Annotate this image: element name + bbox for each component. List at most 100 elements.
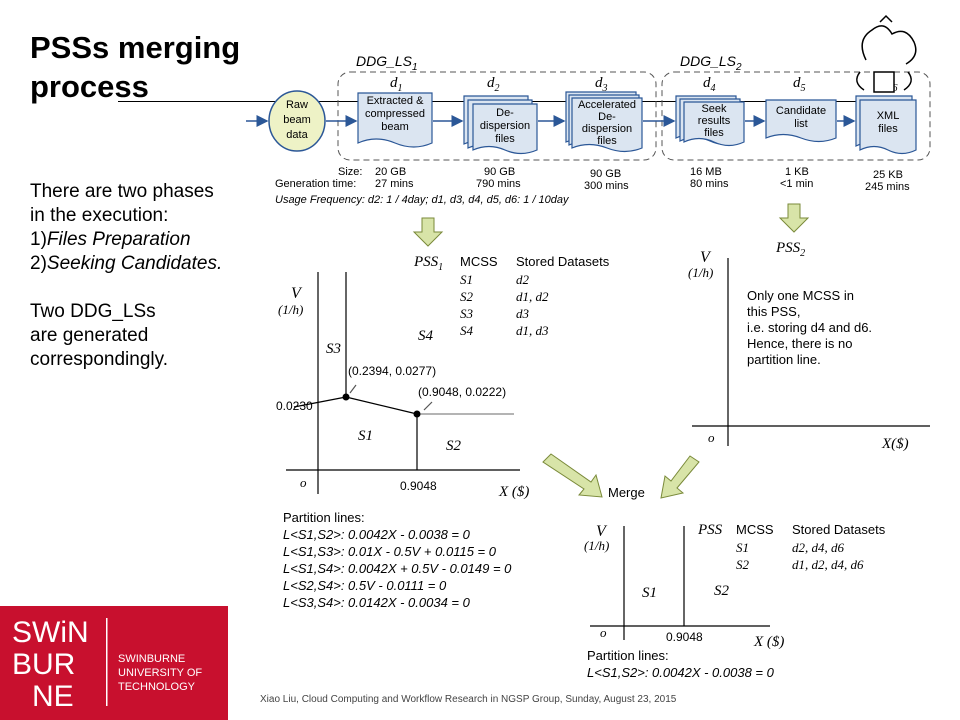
partition-line: L<S2,S4>: 0.5V - 0.0111 = 0 — [283, 578, 447, 593]
raw-beam-node — [268, 90, 326, 152]
pss1-tick-x: 0.9048 — [400, 479, 437, 493]
intro-text: There are two phases in the execution: 1… — [30, 180, 270, 372]
usage-frequency: Usage Frequency: d2: 1 / 4day; d1, d3, d… — [275, 194, 570, 206]
pss1-point-2-label: (0.9048, 0.0222) — [418, 385, 506, 399]
pss1-tick-y: 0.0230 — [276, 399, 313, 413]
d1-time: 27 mins — [375, 178, 414, 190]
pss2-note: Only one MCSS in — [747, 288, 854, 303]
d3-text: files — [597, 135, 617, 147]
leader-line — [423, 401, 433, 411]
pss1-x-label: X ($) — [498, 484, 529, 500]
partition-line: L<S1,S2>: 0.0042X - 0.0038 = 0 — [283, 527, 471, 542]
merge-col-mcss: MCSS — [736, 522, 774, 537]
d4-size: 16 MB — [690, 166, 722, 178]
merge-tick-x: 0.9048 — [666, 630, 703, 644]
region-s4: S4 — [418, 328, 434, 344]
title-line-2: process — [30, 69, 149, 104]
pss1-line-left — [293, 396, 347, 408]
pss1-row-stored: d1, d2 — [516, 289, 549, 304]
region-s3: S3 — [326, 341, 341, 357]
d1-text: compressed — [365, 108, 425, 120]
generation-label: Generation time: — [275, 178, 356, 190]
merge-row-mcss: S1 — [736, 540, 749, 555]
pss1-title: PSS1 — [413, 254, 443, 273]
pss1-row-stored: d3 — [516, 306, 530, 321]
merge-partition-line-text: L<S1,S2>: 0.0042X - 0.0038 = 0 — [587, 665, 775, 680]
pss2-title: PSS2 — [775, 240, 805, 259]
pss2-note: Hence, there is no — [747, 336, 853, 351]
pss1-row-stored: d1, d3 — [516, 323, 549, 338]
d1-box — [357, 92, 433, 148]
logo-text-line: SWINBURNE — [118, 653, 185, 665]
swinburne-logo: SWiN BUR NE SWINBURNE UNIVERSITY OF TECH… — [0, 606, 228, 720]
merge-row-stored: d2, d4, d6 — [792, 540, 845, 555]
d1-size: 20 GB — [375, 166, 406, 178]
d5-time: <1 min — [780, 178, 813, 190]
partition-title: Partition lines: — [283, 510, 365, 525]
pss1-row-mcss: S4 — [460, 323, 474, 338]
pss1-row-stored: d2 — [516, 272, 530, 287]
logo-divider — [106, 618, 108, 706]
region-s1: S1 — [358, 428, 373, 444]
pss2-v-unit: (1/h) — [688, 265, 713, 280]
merge-x-label: X ($) — [753, 634, 784, 650]
intro-line: There are two phases — [30, 181, 214, 202]
d2-box — [472, 103, 538, 155]
d5-label: d5 — [793, 75, 806, 94]
d2-label: d2 — [487, 75, 500, 94]
d2-text: dispersion — [480, 120, 530, 132]
d5-box — [765, 99, 837, 143]
d5-text: Candidate — [776, 105, 826, 117]
merge-partition-title: Partition lines: — [587, 648, 669, 663]
d3-time: 300 mins — [584, 180, 629, 192]
d4-time: 80 mins — [690, 178, 729, 190]
d6-time: 245 mins — [865, 181, 910, 193]
d5-size: 1 KB — [785, 166, 809, 178]
d5-text: list — [794, 118, 807, 130]
crest-icon — [856, 14, 917, 93]
intro-item-1: 1)Files Preparation — [30, 229, 191, 250]
logo-mark-line: NE — [32, 680, 74, 713]
pss2-x-label: X($) — [881, 436, 909, 452]
raw-label: Raw — [286, 99, 308, 111]
merge-arrow-right — [660, 455, 700, 499]
ddg-ls2-label: DDG_LS2 — [680, 53, 742, 73]
pss2-note: this PSS, — [747, 304, 800, 319]
pss1-point-1 — [342, 393, 350, 401]
pss1-row-mcss: S3 — [460, 306, 474, 321]
d6-box — [859, 99, 917, 155]
logo-mark-line: BUR — [12, 648, 75, 681]
raw-label: data — [286, 129, 308, 141]
d4-box — [683, 101, 745, 147]
intro-line: correspondingly. — [30, 349, 169, 370]
pss2-origin: o — [708, 430, 715, 445]
raw-label: beam — [283, 114, 311, 126]
pss2-note: partition line. — [747, 352, 821, 367]
d2-time: 790 mins — [476, 178, 521, 190]
intro-line: Two DDG_LSs — [30, 301, 156, 322]
pss1-col-mcss: MCSS — [460, 254, 498, 269]
ddg-ls1-group — [337, 71, 657, 161]
pss1-row-mcss: S2 — [460, 289, 474, 304]
d2-size: 90 GB — [484, 166, 515, 178]
down-arrow-pss1 — [412, 217, 444, 247]
logo-text-line: UNIVERSITY OF — [118, 667, 202, 679]
pss1-origin: o — [300, 475, 307, 490]
page-title: PSSs merging process — [30, 28, 260, 106]
pss1-point-1-label: (0.2394, 0.0277) — [348, 364, 436, 378]
d4-text: files — [704, 127, 724, 139]
d2-text: De- — [496, 107, 514, 119]
merge-origin: o — [600, 625, 607, 640]
pss1-line-s1s4 — [345, 396, 418, 415]
title-line-1: PSSs merging — [30, 30, 241, 65]
pss2-v-label: V — [700, 249, 712, 266]
intro-item-2: 2)Seeking Candidates. — [30, 253, 223, 274]
merge-row-mcss: S2 — [736, 557, 750, 572]
ddg-ls1-label: DDG_LS1 — [356, 53, 418, 73]
d3-box — [571, 97, 643, 153]
pss1-point-2 — [413, 410, 421, 418]
merge-v-unit: (1/h) — [584, 538, 609, 553]
merge-v-label: V — [596, 523, 608, 540]
d3-text: Accelerated — [578, 99, 636, 111]
